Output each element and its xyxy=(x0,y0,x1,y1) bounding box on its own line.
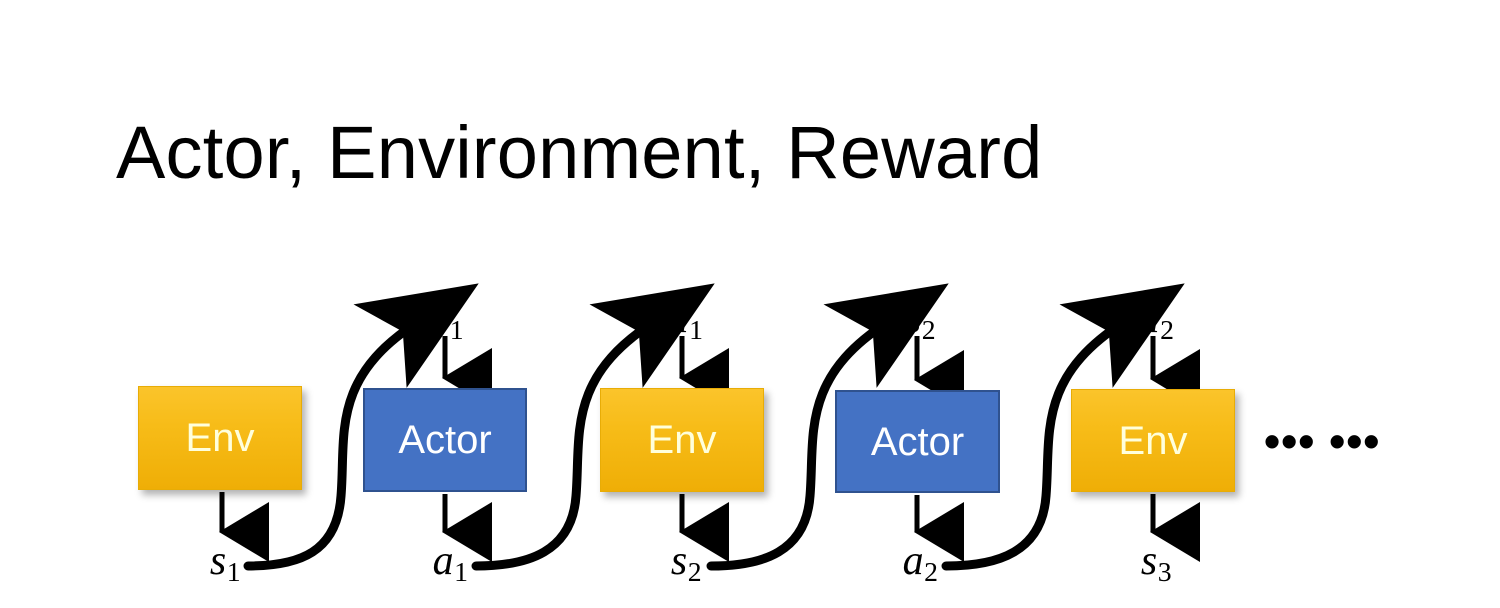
ellipsis-continuation: ••• ••• xyxy=(1264,415,1381,467)
label-top-s1: s1 xyxy=(432,296,464,344)
node-env-1[interactable]: Env xyxy=(138,386,302,490)
node-env-3[interactable]: Env xyxy=(1071,389,1235,492)
label-sub: 2 xyxy=(921,314,936,346)
label-sub: 3 xyxy=(1157,556,1172,588)
label-sub: 2 xyxy=(1160,314,1174,346)
label-sub: 1 xyxy=(449,314,464,346)
label-base: s xyxy=(904,296,922,342)
label-top-s2: s2 xyxy=(904,296,936,344)
label-top-a2: a2 xyxy=(1138,296,1174,344)
arrows-into-boxes xyxy=(441,336,1200,410)
label-base: s xyxy=(1140,538,1158,584)
node-label: Env xyxy=(1118,418,1188,463)
label-base: a xyxy=(902,538,924,584)
feedback-curves xyxy=(243,283,1185,571)
label-sub: 1 xyxy=(454,556,468,588)
curve-a1-to-a1 xyxy=(471,283,715,571)
label-bottom-s2: s2 xyxy=(670,538,702,586)
label-base: s xyxy=(432,296,450,342)
node-label: Actor xyxy=(870,419,965,464)
label-sub: 1 xyxy=(226,556,241,588)
label-top-a1: a1 xyxy=(667,296,703,344)
page-title: Actor, Environment, Reward xyxy=(116,111,1043,194)
label-base: s xyxy=(209,538,227,584)
label-bottom-a1: a1 xyxy=(432,538,468,586)
arrows-out-of-boxes xyxy=(218,492,1200,562)
node-label: Actor xyxy=(398,418,492,462)
label-sub: 2 xyxy=(687,556,702,588)
label-bottom-s1: s1 xyxy=(209,538,241,586)
label-bottom-a2: a2 xyxy=(902,538,938,586)
label-bottom-s3: s3 xyxy=(1140,538,1172,586)
label-sub: 2 xyxy=(924,556,938,588)
curve-a2-to-a2 xyxy=(941,283,1185,571)
label-base: a xyxy=(1138,296,1160,342)
curve-s1-to-s1 xyxy=(243,283,479,571)
node-env-2[interactable]: Env xyxy=(600,388,764,492)
curve-s2-to-s2 xyxy=(706,283,949,571)
label-sub: 1 xyxy=(689,314,703,346)
node-label: Env xyxy=(647,418,717,462)
label-base: a xyxy=(667,296,689,342)
label-base: s xyxy=(670,538,688,584)
label-base: a xyxy=(432,538,454,584)
node-label: Env xyxy=(185,416,255,460)
node-actor-2[interactable]: Actor xyxy=(835,390,1000,493)
node-actor-1[interactable]: Actor xyxy=(363,388,527,492)
